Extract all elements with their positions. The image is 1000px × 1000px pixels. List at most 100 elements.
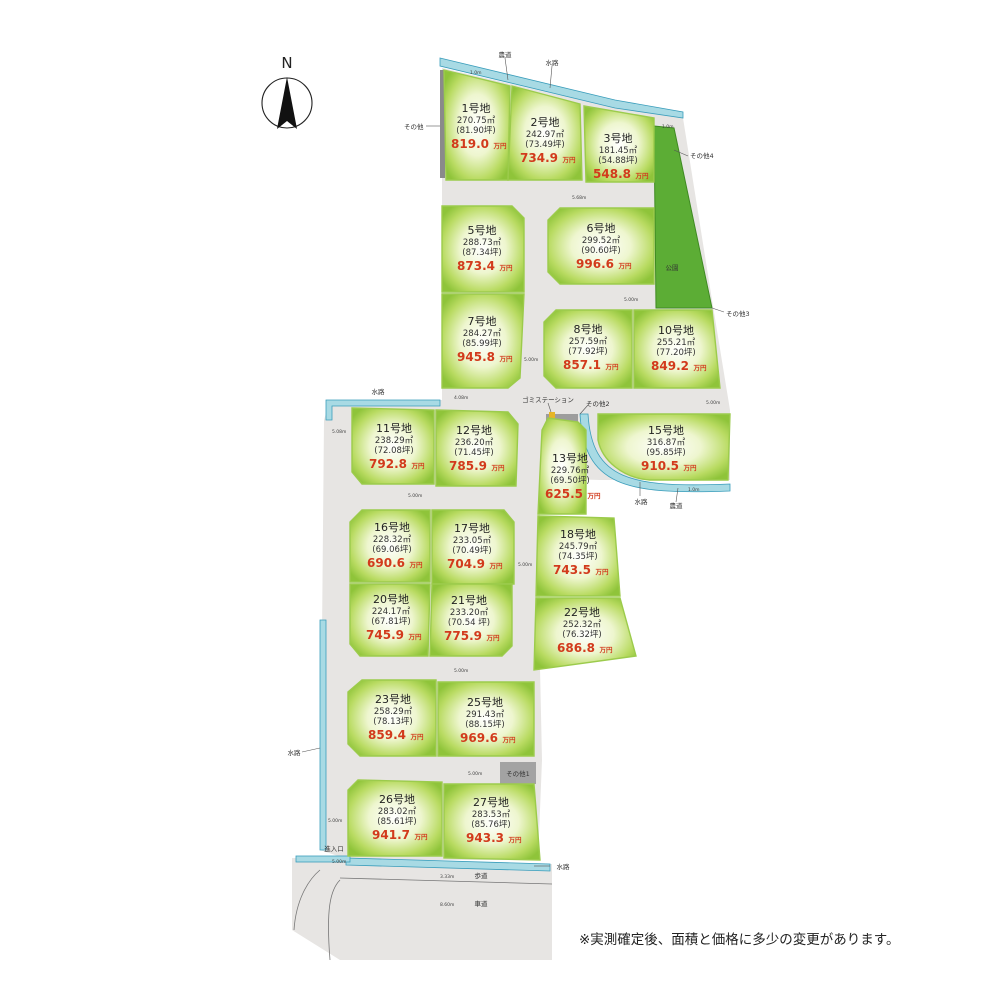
dim-d10: 5.00m <box>468 771 482 777</box>
dim-d1: 5.68m <box>572 195 586 201</box>
garbage-station-block <box>546 414 578 422</box>
lot-price-unit: 万円 <box>493 142 508 150</box>
water-top-label: 水路 <box>546 58 560 67</box>
lot-price-unit: 万円 <box>414 833 429 841</box>
lot-17-shape[interactable] <box>431 509 515 585</box>
lot-23-shape[interactable] <box>347 679 437 757</box>
lot-name: 5号地 <box>468 224 497 237</box>
lot-tsubo: (72.08坪) <box>374 446 413 456</box>
lot-13-shape[interactable] <box>537 417 587 515</box>
lot-price-unit: 万円 <box>502 736 517 744</box>
lot-26-shape[interactable] <box>347 779 443 857</box>
lot-name: 23号地 <box>375 693 411 706</box>
dim-d13: 5.00m <box>332 859 346 865</box>
dim-d12: 1.0m <box>688 487 700 493</box>
lot-area: 245.79㎡ <box>559 542 598 552</box>
lots-layer <box>347 69 731 861</box>
lot-16-shape[interactable] <box>349 509 431 583</box>
lot-price: 969.6 <box>460 731 498 745</box>
lot-price: 910.5 <box>641 459 679 473</box>
lot-6-shape[interactable] <box>547 207 655 285</box>
garbage-marker <box>549 412 555 418</box>
lot-price: 775.9 <box>444 629 482 643</box>
dim-d9: 5.00m <box>454 668 468 674</box>
lot-5-shape[interactable] <box>441 205 525 293</box>
lot-area: 229.76㎡ <box>551 466 590 476</box>
lot-price: 943.3 <box>466 831 504 845</box>
lot-name: 15号地 <box>648 424 684 437</box>
lot-area: 270.75㎡ <box>457 116 496 126</box>
lot-3-shape[interactable] <box>583 105 655 183</box>
lot-price: 873.4 <box>457 259 495 273</box>
lot-12-shape[interactable] <box>435 409 519 487</box>
lot-tsubo: (67.81坪) <box>371 617 410 627</box>
lot-8-shape[interactable] <box>543 309 633 389</box>
lot-area: 284.27㎡ <box>463 329 502 339</box>
lot-tsubo: (95.85坪) <box>646 448 685 458</box>
lot-25-shape[interactable] <box>437 681 535 757</box>
lot-area: 252.32㎡ <box>563 620 602 630</box>
lot-price: 690.6 <box>367 556 405 570</box>
lot-name: 1号地 <box>462 102 491 115</box>
water-right-label: 水路 <box>635 497 649 506</box>
water-channel-mid <box>325 399 441 421</box>
lot-22-shape[interactable] <box>533 597 637 671</box>
lot-price-unit: 万円 <box>599 646 614 654</box>
lot-11-shape[interactable] <box>351 407 435 485</box>
other3-label: その他3 <box>726 309 750 318</box>
lot-7-shape[interactable] <box>441 293 525 389</box>
lot-price: 849.2 <box>651 359 689 373</box>
lot-tsubo: (87.34坪) <box>462 248 501 258</box>
lot-name: 27号地 <box>473 796 509 809</box>
lot-2-shape[interactable] <box>507 85 583 181</box>
lot-20-shape[interactable] <box>349 583 431 657</box>
lot-tsubo: (85.99坪) <box>462 339 501 349</box>
lot-price: 686.8 <box>557 641 595 655</box>
lot-price-unit: 万円 <box>605 363 620 371</box>
lot-21-shape[interactable] <box>429 583 513 657</box>
disclaimer-note: ※実測確定後、面積と価格に多少の変更があります。 <box>579 932 900 948</box>
lot-price: 996.6 <box>576 257 614 271</box>
lot-name: 8号地 <box>574 323 603 336</box>
lot-area: 236.20㎡ <box>455 438 494 448</box>
roadway-label: 車道 <box>475 899 489 908</box>
road-top-label: 農道 <box>499 50 513 59</box>
road-right-label: 農道 <box>670 501 684 510</box>
lot-10-shape[interactable] <box>633 309 721 389</box>
lot-18-shape[interactable] <box>535 515 621 597</box>
lot-name: 2号地 <box>531 116 560 129</box>
lot-price: 819.0 <box>451 137 489 151</box>
lot-area: 228.32㎡ <box>373 535 412 545</box>
lot-name: 22号地 <box>564 606 600 619</box>
other-left-label: その他 <box>404 122 424 131</box>
lot-price-unit: 万円 <box>618 262 633 270</box>
dim-d7: 5.00m <box>408 493 422 499</box>
lot-27-shape[interactable] <box>443 783 541 861</box>
road-lines <box>293 869 553 961</box>
lot-15-shape[interactable] <box>597 413 731 481</box>
water-bottom-label: 水路 <box>557 862 571 871</box>
